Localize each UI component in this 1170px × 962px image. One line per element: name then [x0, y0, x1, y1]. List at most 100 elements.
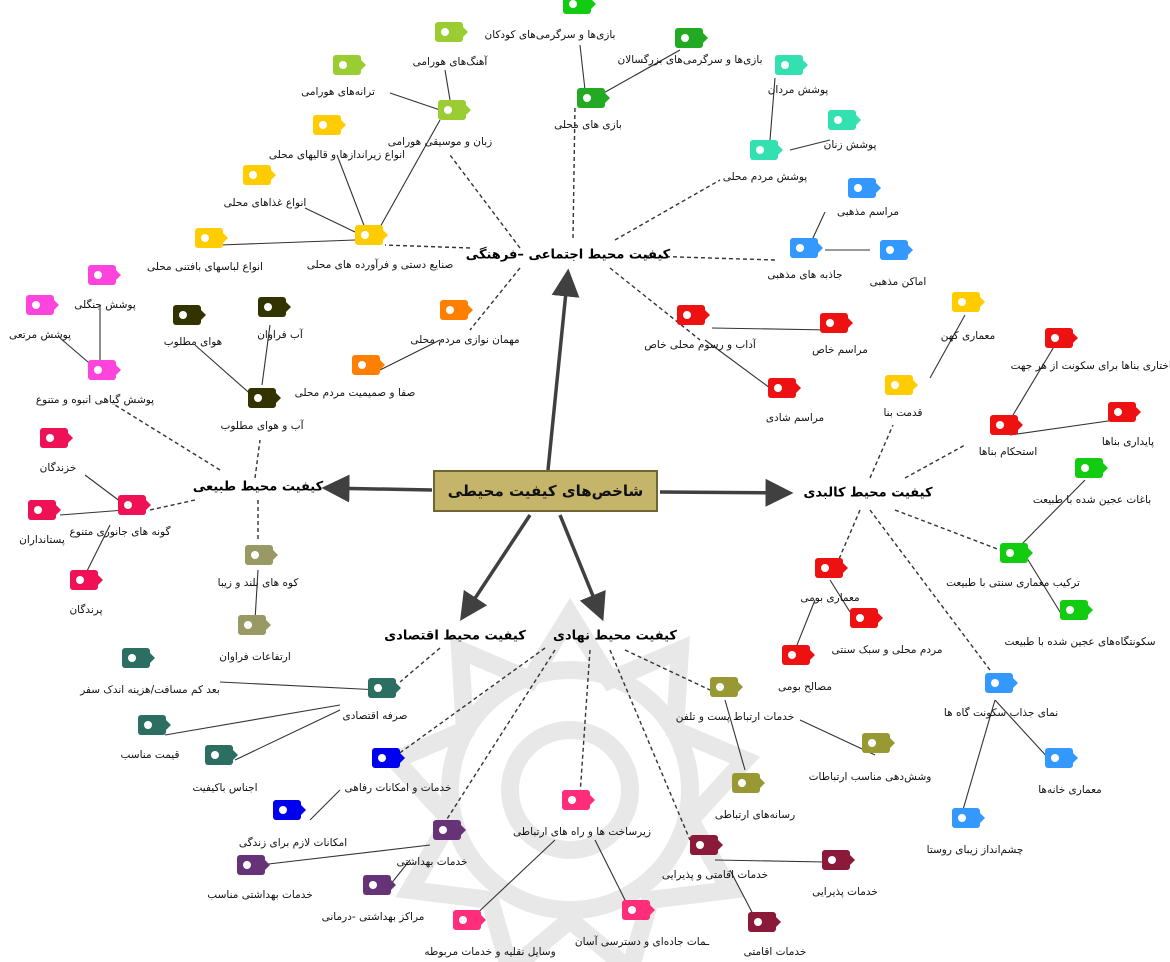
node-tag-icon	[238, 615, 271, 635]
node-tag-icon	[677, 305, 710, 325]
node-label-lodging: خدمات اقامتی	[743, 946, 807, 958]
node-tag-icon	[750, 140, 783, 160]
node-tag-icon	[985, 673, 1018, 693]
node-tag-icon	[562, 790, 595, 810]
node-label-health-proper: خدمات بهداشتی مناسب	[207, 889, 313, 901]
node-label-water-abundant: آب فراوان	[257, 329, 303, 341]
node-tag-icon	[880, 240, 913, 260]
node-label-health: خدمات بهداشتی	[396, 856, 468, 868]
node-label-durability: پایداری بناها	[1101, 436, 1155, 448]
node-tag-icon	[952, 292, 985, 312]
node-label-reception: خدمات پذیرایی	[812, 886, 878, 898]
node-label-media: رسانه‌های ارتباطی	[714, 809, 796, 821]
node-tag-icon	[622, 900, 655, 920]
central-concept-label: شاخص‌های کیفیت محیطی	[447, 482, 644, 500]
node-label-rugs: انواع زیراندازها و قالیهای محلی	[268, 149, 406, 161]
node-tag-icon	[118, 495, 151, 515]
node-label-health-centers: مراکز بهداشتی -درمانی	[321, 911, 425, 923]
central-concept-box: شاخص‌های کیفیت محیطی	[433, 470, 658, 512]
node-tag-icon	[782, 645, 815, 665]
node-label-local-games: بازی های محلی	[554, 119, 622, 131]
node-tag-icon	[138, 715, 171, 735]
node-label-mens-dress: پوشش مردان	[767, 84, 829, 96]
node-tag-icon	[245, 545, 278, 565]
node-label-adult-games: بازی‌ها و سرگرمی‌های بزرگسالان	[617, 54, 763, 66]
node-label-vernacular-arch: معماری بومی	[800, 592, 860, 604]
node-label-forest-cover: پوشش جنگلی	[74, 299, 136, 311]
node-label-woven-clothes: انواع لباسهای بافتنی محلی	[147, 261, 263, 273]
node-label-birds: پرندگان	[69, 604, 103, 616]
node-tag-icon	[273, 800, 306, 820]
node-tag-icon	[1060, 600, 1093, 620]
node-tag-icon	[195, 228, 228, 248]
node-tag-icon	[1075, 458, 1108, 478]
node-label-fair-price: قیمت مناسب	[120, 749, 180, 761]
node-tag-icon	[822, 850, 855, 870]
node-label-hospitality: مهمان نوازی مردم محلی	[410, 334, 520, 346]
node-label-people-style: مردم محلی و سبک سنتی	[831, 644, 943, 656]
node-tag-icon	[313, 115, 346, 135]
node-tag-icon	[237, 855, 270, 875]
node-label-landscape: چشم‌انداز زیبای روستا	[926, 844, 1024, 856]
node-tag-icon	[675, 28, 708, 48]
node-label-welfare: خدمات و امکانات رفاهی	[344, 782, 452, 794]
node-tag-icon	[775, 55, 808, 75]
node-label-solidity: استحکام بناها	[978, 446, 1038, 458]
node-label-road-services: ـمات جاده‌ای و دسترسی آسان	[574, 936, 710, 948]
node-tag-icon	[790, 238, 823, 258]
node-tag-icon	[368, 678, 401, 698]
node-label-religious-rites: مراسم مذهبی	[836, 206, 900, 218]
node-label-local-dress: پوشش مردم محلی	[722, 171, 808, 183]
node-label-songs-hawrami: آهنگ‌های هورامی	[412, 56, 488, 68]
node-tag-icon	[563, 0, 596, 14]
node-label-quality-goods: اجناس باکیفیت	[192, 782, 258, 794]
node-label-mammals: پستانداران	[19, 534, 65, 546]
node-label-mountains: کوه های بلند و زیبا	[217, 577, 299, 589]
node-tag-icon	[848, 178, 881, 198]
node-label-lodging-services: خدمات اقامتی و پذیرایی	[661, 869, 769, 881]
node-label-heights: ارتفاعات فراوان	[219, 651, 291, 663]
node-label-special-rites: مراسم خاص	[812, 344, 868, 356]
node-tag-icon	[333, 55, 366, 75]
node-label-tunes-hawrami: ترانه‌های هورامی	[301, 86, 375, 98]
node-label-native-materials: مصالح بومی	[778, 681, 832, 693]
node-label-comm-coverage: وشش‌دهی مناسب ارتباطات	[808, 771, 932, 783]
node-label-post-phone: خدمات ارتباط پست و تلفن	[675, 711, 795, 723]
node-tag-icon	[710, 677, 743, 697]
node-tag-icon	[453, 910, 486, 930]
node-tag-icon	[122, 648, 155, 668]
node-tag-icon	[433, 820, 466, 840]
node-tag-icon	[28, 500, 61, 520]
node-label-house-arch: معماری خانه‌ها	[1038, 784, 1102, 796]
node-label-building-age: قدمت بنا	[883, 407, 923, 419]
node-tag-icon	[438, 100, 471, 120]
node-tag-icon	[173, 305, 206, 325]
branch-natural: کیفیت محیط طبیعی	[192, 479, 324, 495]
node-tag-icon	[88, 360, 121, 380]
node-tag-icon	[88, 265, 121, 285]
node-tag-icon	[205, 745, 238, 765]
node-label-gardens: باغات عجین شده با طبیعت	[1032, 494, 1152, 506]
node-tag-icon	[363, 875, 396, 895]
node-label-religious-attr: جاذبه های مذهبی	[767, 269, 843, 281]
branch-economic: کیفیت محیط اقتصادی	[384, 628, 526, 644]
node-label-reptiles: خزندگان	[39, 462, 77, 474]
node-tag-icon	[732, 773, 765, 793]
node-tag-icon	[577, 88, 610, 108]
node-label-trad-arch: ترکیب معماری سنتی با طبیعت	[946, 577, 1080, 589]
node-tag-icon	[372, 748, 405, 768]
node-tag-icon	[440, 300, 473, 320]
node-label-handicrafts: صنایع دستی و فرآورده های محلی	[306, 259, 454, 271]
node-label-facade: نمای جذاب سکونت گاه ها	[943, 707, 1059, 719]
node-tag-icon	[243, 165, 276, 185]
node-tag-icon	[1045, 748, 1078, 768]
node-tag-icon	[258, 297, 291, 317]
node-tag-icon	[862, 733, 895, 753]
node-label-settlements: سکونتگاه‌های عجین شده با طبیعت	[1004, 636, 1156, 648]
node-tag-icon	[990, 415, 1023, 435]
node-label-pasture-cover: پوشش مرتعی	[8, 329, 72, 341]
node-tag-icon	[26, 295, 59, 315]
node-label-kids-games: بازی‌ها و سرگرمی‌های کودکان	[484, 29, 616, 41]
node-tag-icon	[70, 570, 103, 590]
